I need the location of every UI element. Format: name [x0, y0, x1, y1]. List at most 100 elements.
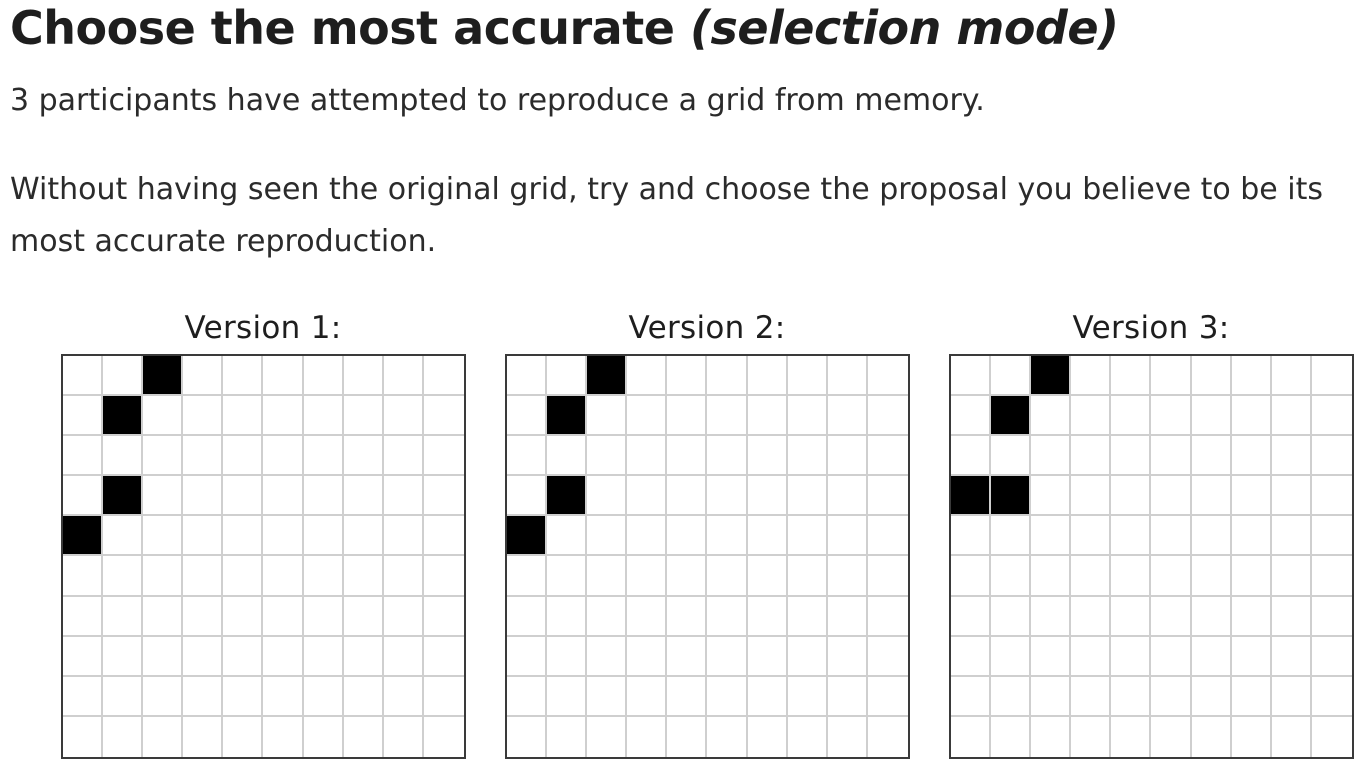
grid-cell: [507, 636, 548, 677]
grid-cell: [951, 516, 992, 557]
grid-cell: [183, 556, 224, 597]
grid-cell: [63, 356, 104, 397]
grid-cell: [343, 516, 384, 557]
instructions-text: Without having seen the original grid, t…: [10, 172, 1323, 259]
grid-cell: [827, 356, 868, 397]
grid-cell: [343, 476, 384, 517]
grid-cell: [747, 516, 788, 557]
grid-cell: [423, 636, 464, 677]
grid-cell: [223, 396, 264, 437]
grid-cell: [587, 476, 628, 517]
grid-cell: [787, 716, 828, 757]
grid-cell: [423, 356, 464, 397]
grid-cell: [303, 716, 344, 757]
grid-cell: [787, 676, 828, 717]
grid-cell: [343, 596, 384, 637]
grid-cell: [1231, 476, 1272, 517]
grid-cell: [1231, 716, 1272, 757]
grid-cell: [507, 596, 548, 637]
grid-cell: [1111, 716, 1152, 757]
grid-cell: [103, 436, 144, 477]
grid-cell: [547, 356, 588, 397]
grid-cell: [1191, 636, 1232, 677]
grid-cell: [423, 716, 464, 757]
grid-cell: [747, 596, 788, 637]
grid-cell: [143, 396, 184, 437]
grid-cell: [627, 516, 668, 557]
grid-cell: [263, 556, 304, 597]
version-3-grid[interactable]: [949, 354, 1354, 759]
version-1-grid[interactable]: [61, 354, 466, 759]
grid-cell-filled: [103, 396, 144, 437]
grid-cell: [1271, 556, 1312, 597]
grid-cell: [627, 436, 668, 477]
grid-cell: [867, 356, 908, 397]
grid-cell-filled: [547, 476, 588, 517]
grid-cell-filled: [547, 396, 588, 437]
grid-cell: [707, 716, 748, 757]
grid-cell: [507, 676, 548, 717]
grid-cell: [587, 676, 628, 717]
grid-cell: [707, 476, 748, 517]
grid-cell: [627, 556, 668, 597]
grid-cell: [1151, 516, 1192, 557]
grid-cell: [223, 716, 264, 757]
grid-cell: [667, 436, 708, 477]
grid-cell: [1311, 676, 1352, 717]
grid-cell: [103, 716, 144, 757]
grid-cell: [787, 556, 828, 597]
grid-cell: [1311, 516, 1352, 557]
grid-cell: [423, 516, 464, 557]
grid-cell: [143, 596, 184, 637]
grid-cell: [1071, 596, 1112, 637]
grid-cell: [1311, 596, 1352, 637]
grid-cell: [547, 556, 588, 597]
grid-cell: [423, 436, 464, 477]
grid-cell: [951, 596, 992, 637]
grid-cell: [63, 396, 104, 437]
grid-cell: [547, 516, 588, 557]
grid-cell: [183, 676, 224, 717]
grid-cell: [383, 716, 424, 757]
grid-cell: [303, 396, 344, 437]
grid-cell: [223, 636, 264, 677]
version-2-grid[interactable]: [505, 354, 910, 759]
grid-cell: [827, 436, 868, 477]
grid-cell: [1231, 676, 1272, 717]
grid-cell: [1271, 516, 1312, 557]
grid-cell: [827, 556, 868, 597]
grid-cell: [1311, 476, 1352, 517]
grid-cell: [1231, 596, 1272, 637]
grid-cell: [1031, 476, 1072, 517]
grid-cell: [1031, 676, 1072, 717]
grid-cell: [787, 596, 828, 637]
grid-cell: [343, 396, 384, 437]
grid-cell: [1271, 356, 1312, 397]
grid-cell: [183, 476, 224, 517]
grid-cell: [951, 676, 992, 717]
grid-cell: [1311, 716, 1352, 757]
grid-cell: [707, 396, 748, 437]
grid-cell-filled: [103, 476, 144, 517]
grid-cell: [223, 596, 264, 637]
grid-cell: [1311, 636, 1352, 677]
grid-cell: [383, 476, 424, 517]
grid-cell: [223, 676, 264, 717]
grid-cell: [1191, 556, 1232, 597]
grid-cell: [103, 556, 144, 597]
grid-cell: [507, 556, 548, 597]
grid-cell: [63, 556, 104, 597]
intro-text: 3 participants have attempted to reprodu…: [10, 83, 985, 118]
grid-cell: [183, 396, 224, 437]
grid-cell: [951, 356, 992, 397]
grid-cell: [263, 516, 304, 557]
grid-cell: [1111, 396, 1152, 437]
grid-cell: [303, 636, 344, 677]
grid-cell: [547, 716, 588, 757]
grid-cell: [827, 596, 868, 637]
grid-cell: [1111, 516, 1152, 557]
grid-cell: [263, 436, 304, 477]
grid-cell: [183, 716, 224, 757]
grid-cell: [1151, 716, 1192, 757]
